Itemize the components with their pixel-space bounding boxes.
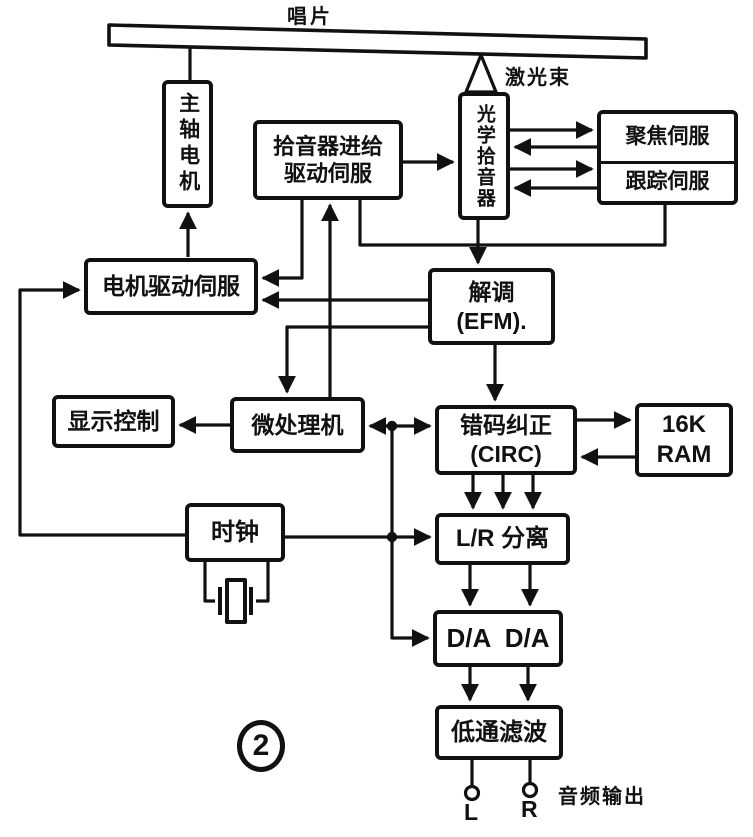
wire-bus-da [390,426,430,647]
clock-label: 时钟 [211,518,259,546]
block-clock: 时钟 [185,503,285,562]
block-motor-drive-servo: 电机驱动伺服 [84,258,258,315]
block-dac: D/A D/A [433,610,563,667]
block-low-pass-filter: 低通滤波 [435,705,563,760]
disc-shape [107,23,648,60]
feed-servo-label-line1: 拾音器进给 [272,133,383,159]
block-spindle-motor: 主轴电机 [162,80,213,208]
demodulator-label-line2: (EFM). [456,307,527,334]
block-focus-servo: 聚焦伺服 [601,114,734,164]
wire-feed-motordrive [261,200,304,287]
ram-label-line1: 16K [661,411,707,438]
block-optical-pickup: 光学拾音器 [458,92,510,220]
block-demodulator: 解调 (EFM). [428,268,555,345]
motor-drive-servo-label: 电机驱动伺服 [102,273,240,300]
block-servo-pair: 聚焦伺服 跟踪伺服 [597,110,738,205]
demodulator-label-line1: 解调 [468,278,515,305]
error-correction-label-line1: 错码纠正 [460,412,552,439]
figure-number-badge: 2 [237,720,285,772]
junction-dot-bottom [386,531,398,543]
right-channel-label: R [521,796,538,822]
crystal-wire-right [256,562,270,603]
feed-servo-label-line2: 驱动伺服 [283,161,372,186]
dac-label: D/A D/A [446,623,550,654]
spindle-motor-label: 主轴电机 [176,92,200,196]
lr-separation-label: L/R 分离 [455,525,550,552]
tracking-servo-label: 跟踪伺服 [625,170,710,194]
focus-servo-label: 聚焦伺服 [625,125,710,149]
output-terminal-left [463,784,481,802]
wire-demod-micro [278,325,428,394]
left-channel-label: L [464,799,479,825]
wire-clock-motordrive [18,281,185,537]
low-pass-filter-label: 低通滤波 [451,718,547,746]
wire-servos-feed [358,200,667,247]
block-ram: 16K RAM [635,403,733,477]
figure-number: 2 [252,729,270,762]
crystal-body [225,578,247,624]
block-display-control: 显示控制 [52,395,175,448]
disc-label: 唱片 [287,6,333,28]
junction-dot-top [386,420,398,432]
block-microprocessor: 微处理机 [230,397,365,453]
output-terminal-right [521,781,539,799]
laser-beam-label: 激光束 [505,67,571,89]
optical-pickup-label: 光学拾音器 [473,103,495,209]
microprocessor-label: 微处理机 [251,411,344,438]
block-feed-servo: 拾音器进给 驱动伺服 [253,120,403,200]
block-lr-separation: L/R 分离 [435,513,570,565]
crystal-wire-left [203,562,215,603]
audio-output-label: 音频输出 [558,786,646,808]
laser-beam-shape [464,53,498,94]
error-correction-label-line2: (CIRC) [470,441,542,467]
ram-label-line2: RAM [656,441,712,468]
display-control-label: 显示控制 [67,408,160,435]
block-error-correction: 错码纠正 (CIRC) [435,405,577,475]
block-tracking-servo: 跟踪伺服 [601,164,734,201]
